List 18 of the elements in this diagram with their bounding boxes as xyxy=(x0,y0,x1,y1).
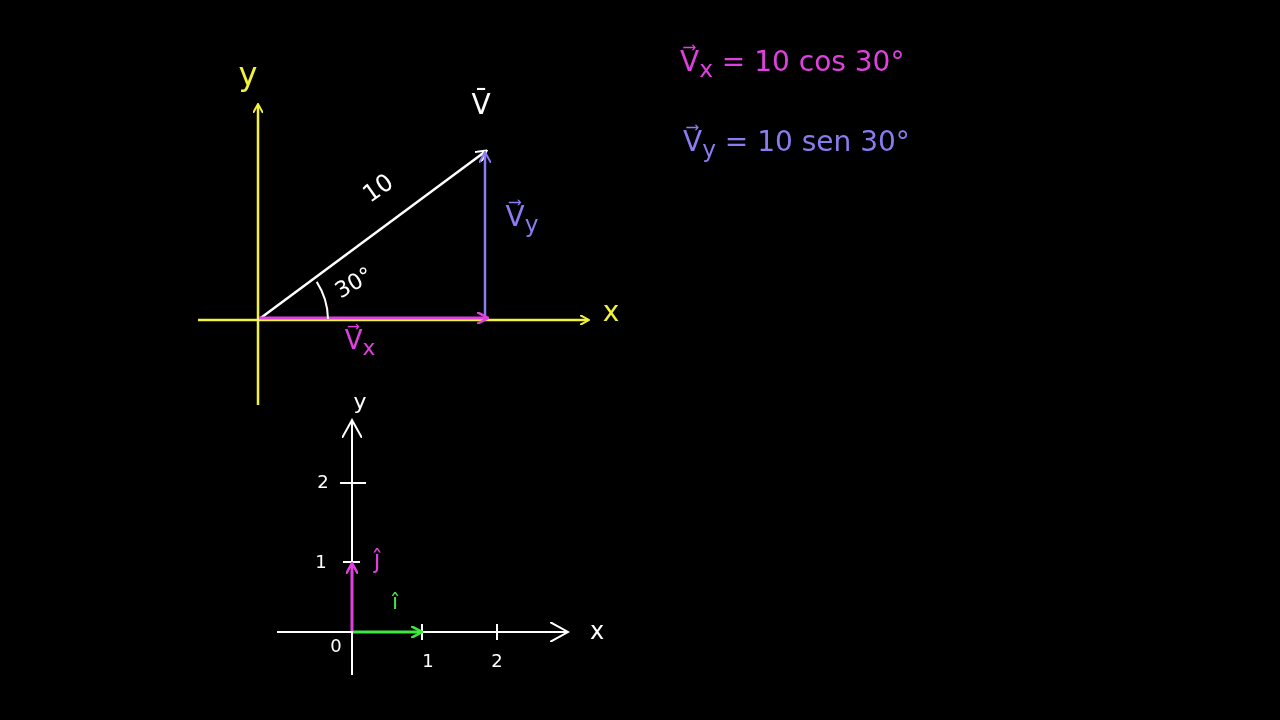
tick-label: 2 xyxy=(491,651,503,671)
unit-vector-label: î xyxy=(391,589,399,615)
component-label: V⃗$_{y}$ xyxy=(505,201,539,239)
axis-label: x xyxy=(589,617,605,645)
tick-label: 2 xyxy=(317,472,329,492)
tick-label: 1 xyxy=(422,651,434,671)
angle-label: 30° xyxy=(331,262,377,304)
tick-label: 1 xyxy=(315,552,327,572)
vector-label: V̄ xyxy=(471,89,491,121)
axis-label: y xyxy=(238,57,258,93)
axis-label: x xyxy=(602,296,620,328)
unit-vector-label: ĵ xyxy=(373,546,381,574)
origin-label: 0 xyxy=(330,636,342,656)
magnitude-label: 10 xyxy=(357,168,399,208)
equation: V⃗$_{y}$ = 10 sen 30° xyxy=(683,126,910,164)
axis-label: y xyxy=(353,389,367,415)
equation: V⃗$_{x}$ = 10 cos 30° xyxy=(680,46,905,84)
component-label: V⃗$_{x}$ xyxy=(344,326,376,360)
